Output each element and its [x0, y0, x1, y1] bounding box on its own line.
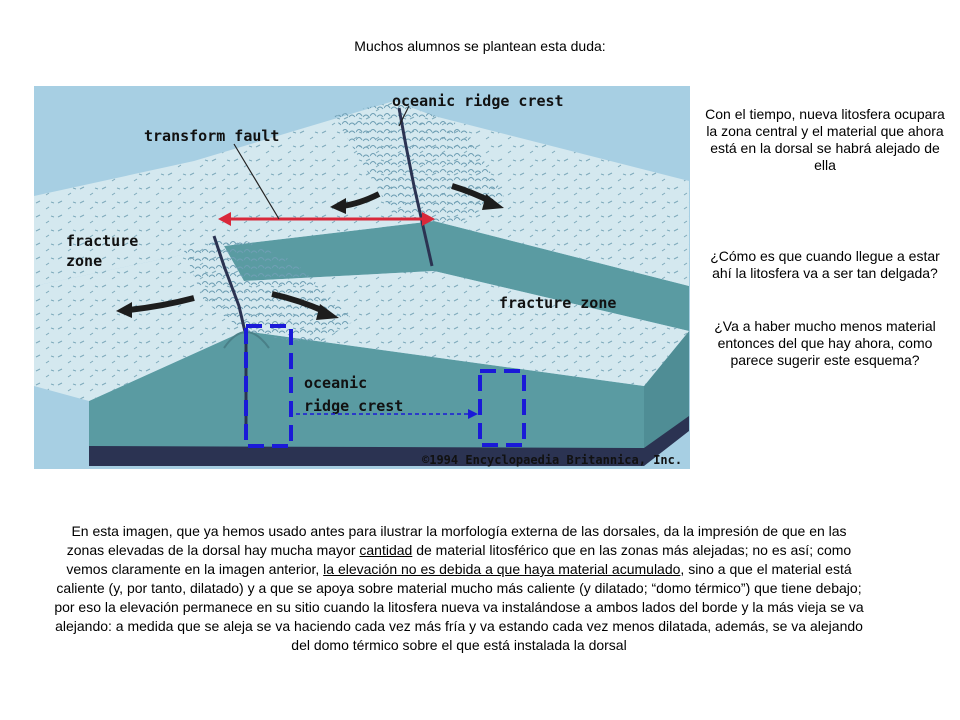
- label-transform-fault: transform fault: [144, 127, 279, 145]
- side-note-2: ¿Cómo es que cuando llegue a estar ahí l…: [700, 248, 950, 282]
- back-plate-texture: [34, 101, 689, 286]
- spreading-arrow-lower-right-head: [316, 304, 339, 320]
- explanation-text-2: de material litosférico que en las zonas…: [66, 542, 852, 577]
- migration-arrow-head: [468, 409, 478, 419]
- upper-ridge-crest: [397, 107, 434, 267]
- label-copyright: ©1994 Encyclopaedia Britannica, Inc.: [422, 453, 682, 467]
- label-ridge-crest-bottom-2: ridge crest: [304, 397, 403, 415]
- highlight-box-ridge: [244, 324, 293, 448]
- transform-arrow-left-head: [218, 212, 231, 226]
- spreading-arrow-upper-right-head: [482, 194, 504, 210]
- explanation-underline-2: la elevación no es debida a que haya mat…: [323, 561, 681, 577]
- spreading-arrow-upper-left-head: [330, 198, 346, 214]
- lower-ridge-crest: [212, 235, 248, 436]
- explanation-text-3: , sino a que el material está caliente (…: [54, 561, 864, 653]
- side-note-3: ¿Va a haber mucho menos material entonce…: [700, 318, 950, 369]
- base-layer: [89, 416, 689, 466]
- transform-fault-leader: [233, 143, 280, 220]
- transform-arrow-right-head: [422, 212, 435, 226]
- side-paragraph-3: ¿Va a haber mucho menos material entonce…: [714, 318, 936, 368]
- side-paragraph-1: Con el tiempo, nueva litosfera ocupara l…: [705, 106, 945, 173]
- label-fracture-zone-left-2: zone: [66, 252, 102, 270]
- explanation-text-1: En esta imagen, que ya hemos usado antes…: [66, 523, 847, 558]
- upper-ridge-zone: [334, 101, 504, 226]
- lower-ridge-zone: [184, 236, 354, 346]
- highlight-box-distant: [478, 369, 526, 447]
- ridge-top-leader: [398, 105, 410, 127]
- spreading-arrow-lower-left-head: [116, 302, 132, 318]
- ridge-diagram: oceanic ridge crest transform fault frac…: [34, 86, 690, 469]
- label-ridge-crest-bottom-1: oceanic: [304, 374, 367, 392]
- spreading-arrow-lower-left: [128, 295, 195, 313]
- side-paragraph-2: ¿Cómo es que cuando llegue a estar ahí l…: [710, 248, 940, 281]
- side-note-1: Con el tiempo, nueva litosfera ocupara l…: [700, 106, 950, 174]
- explanation-underline-1: cantidad: [359, 542, 413, 558]
- label-fracture-zone-right: fracture zone: [499, 294, 616, 312]
- label-ridge-crest-top: oceanic ridge crest: [392, 92, 564, 110]
- front-section: [89, 331, 644, 458]
- explanation-paragraph: En esta imagen, que ya hemos usado antes…: [52, 522, 866, 655]
- label-fracture-zone-left-1: fracture: [66, 232, 138, 250]
- page-heading: Muchos alumnos se plantean esta duda:: [354, 38, 606, 54]
- middle-section: [224, 221, 689, 331]
